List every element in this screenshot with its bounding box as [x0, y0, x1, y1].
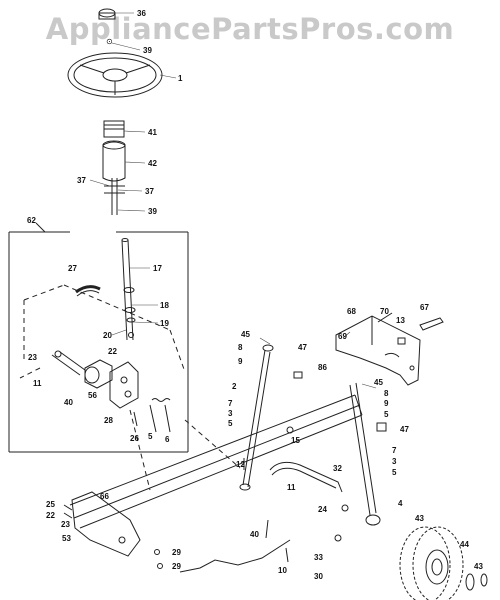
callout-20: 20 [103, 331, 112, 340]
callout-53: 53 [62, 534, 71, 543]
rod-10 [179, 539, 291, 573]
callout-8-right: 8 [384, 389, 389, 398]
left-axle-bracket [63, 491, 141, 557]
callout-45-left: 45 [241, 330, 250, 339]
steering-spindle [349, 382, 381, 526]
callout-9-left: 9 [238, 357, 243, 366]
callout-30: 30 [314, 572, 323, 581]
callout-7-left: 7 [228, 399, 233, 408]
callout-22-lower: 22 [46, 511, 55, 520]
steering-bushing [102, 141, 126, 182]
callout-43-right: 43 [474, 562, 483, 571]
callout-5-inset: 5 [148, 432, 153, 441]
callout-5-left: 5 [228, 419, 233, 428]
callout-69: 69 [338, 332, 347, 341]
steering-bracket-inset [109, 361, 139, 409]
callout-40-lower: 40 [250, 530, 259, 539]
callout-39-lower: 39 [148, 207, 157, 216]
callout-41: 41 [148, 128, 157, 137]
callout-86: 86 [318, 363, 327, 372]
callout-32: 32 [333, 464, 342, 473]
retainer-ring-icon: ⊙ [106, 37, 113, 46]
callout-11: 11 [33, 379, 42, 388]
front-axle-beam [69, 394, 363, 529]
drag-link [239, 344, 274, 491]
callout-39: 39 [143, 46, 152, 55]
callout-8-left: 8 [238, 343, 243, 352]
pinion-gear [51, 350, 113, 389]
callout-7-right: 7 [392, 446, 397, 455]
callout-43-top: 43 [415, 514, 424, 523]
callout-3-right: 3 [392, 457, 397, 466]
bolt-70 [377, 312, 393, 323]
callout-3-left: 3 [228, 409, 233, 418]
callout-9-right: 9 [384, 399, 389, 408]
callout-6-inset: 6 [165, 435, 170, 444]
callout-10: 10 [278, 566, 287, 575]
callout-19: 19 [160, 319, 169, 328]
gear-segment [75, 285, 101, 294]
callout-13: 13 [396, 316, 405, 325]
callout-56: 56 [88, 391, 97, 400]
callout-67: 67 [420, 303, 429, 312]
inset-reference-lines [19, 284, 186, 379]
callout-33: 33 [314, 553, 323, 562]
callout-68: 68 [347, 307, 356, 316]
callout-42: 42 [148, 159, 157, 168]
front-wheel [399, 526, 464, 600]
callout-66: 66 [100, 492, 109, 501]
callout-15: 15 [291, 436, 300, 445]
callout-27: 27 [68, 264, 77, 273]
wheel-nut [480, 573, 488, 587]
tie-rod [269, 461, 343, 493]
wheel-washer [465, 573, 475, 591]
steering-cap-body [98, 12, 116, 20]
callout-40: 40 [64, 398, 73, 407]
callout-17: 17 [153, 264, 162, 273]
callout-70: 70 [380, 307, 389, 316]
callout-29-upper: 29 [172, 548, 181, 557]
callout-29-lower: 29 [172, 562, 181, 571]
callout-23: 23 [28, 353, 37, 362]
callout-12: 12 [236, 460, 245, 469]
callout-18: 18 [160, 301, 169, 310]
callout-62: 62 [27, 216, 36, 225]
callout-22: 22 [108, 347, 117, 356]
callout-26: 26 [130, 434, 139, 443]
callout-5-right-lower: 5 [392, 468, 397, 477]
callout-36: 36 [137, 9, 146, 18]
steering-wheel [67, 52, 163, 98]
callout-37-left: 37 [77, 176, 86, 185]
callout-28: 28 [104, 416, 113, 425]
callout-5-right: 5 [384, 410, 389, 419]
spring [151, 398, 171, 402]
watermark-text: AppliancePartsPros.com [45, 12, 455, 46]
callout-24: 24 [318, 505, 327, 514]
callout-47-top: 47 [298, 343, 307, 352]
steering-shaft [121, 238, 136, 341]
callout-47-right: 47 [400, 425, 409, 434]
callout-45-right: 45 [374, 378, 383, 387]
callout-1: 1 [178, 74, 183, 83]
axle-mounting-bracket [335, 315, 421, 386]
callout-44: 44 [460, 540, 469, 549]
callout-2: 2 [232, 382, 237, 391]
callout-37-right: 37 [145, 187, 154, 196]
steering-gear-inset-box [8, 222, 189, 453]
callout-11-lower: 11 [287, 483, 296, 492]
bolt-67 [419, 317, 444, 331]
callout-25: 25 [46, 500, 55, 509]
callout-23-lower: 23 [61, 520, 70, 529]
callout-4: 4 [398, 499, 403, 508]
